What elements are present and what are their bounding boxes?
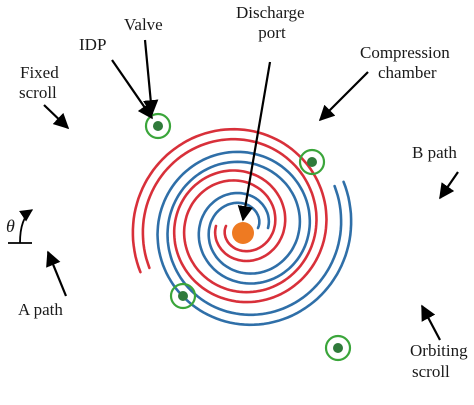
compression-chamber-label-line2: chamber [378,63,437,82]
a-path-arrow [46,250,68,297]
discharge-port-arrow [237,61,272,222]
theta-angle-indicator [8,209,34,244]
valve-arrow [143,39,159,116]
fixed-scroll-label-line1: Fixed [20,63,59,82]
compression-chamber-label-line1: Compression [360,43,450,62]
orbiting-scroll-arrow [421,304,441,341]
discharge-port-label-line1: Discharge [236,3,305,22]
b-path-arrow [439,171,459,200]
orbiting-scroll-spiral [156,150,353,327]
fixed-scroll-label-line2: scroll [19,83,57,102]
valve-upper-right [298,148,326,176]
orbiting-scroll-label-line2: scroll [412,362,450,381]
valve-label: Valve [124,15,163,34]
valve-lower-left [169,282,197,310]
a-path-label: A path [18,300,63,319]
idp-label: IDP [79,35,106,54]
orbiting-scroll-label-line1: Orbiting [410,341,468,360]
fixed-scroll-spiral [131,127,328,304]
discharge-port-dot [232,222,254,244]
b-path-label: B path [412,143,457,162]
discharge-port-label-line2: port [258,23,286,42]
valve-lower-right [324,334,352,362]
idp-arrow [111,59,153,120]
fixed-scroll-arrow [43,104,70,130]
valve-upper-left [144,112,172,140]
compression-chamber-arrow [318,71,369,122]
theta-label: θ [6,216,15,236]
